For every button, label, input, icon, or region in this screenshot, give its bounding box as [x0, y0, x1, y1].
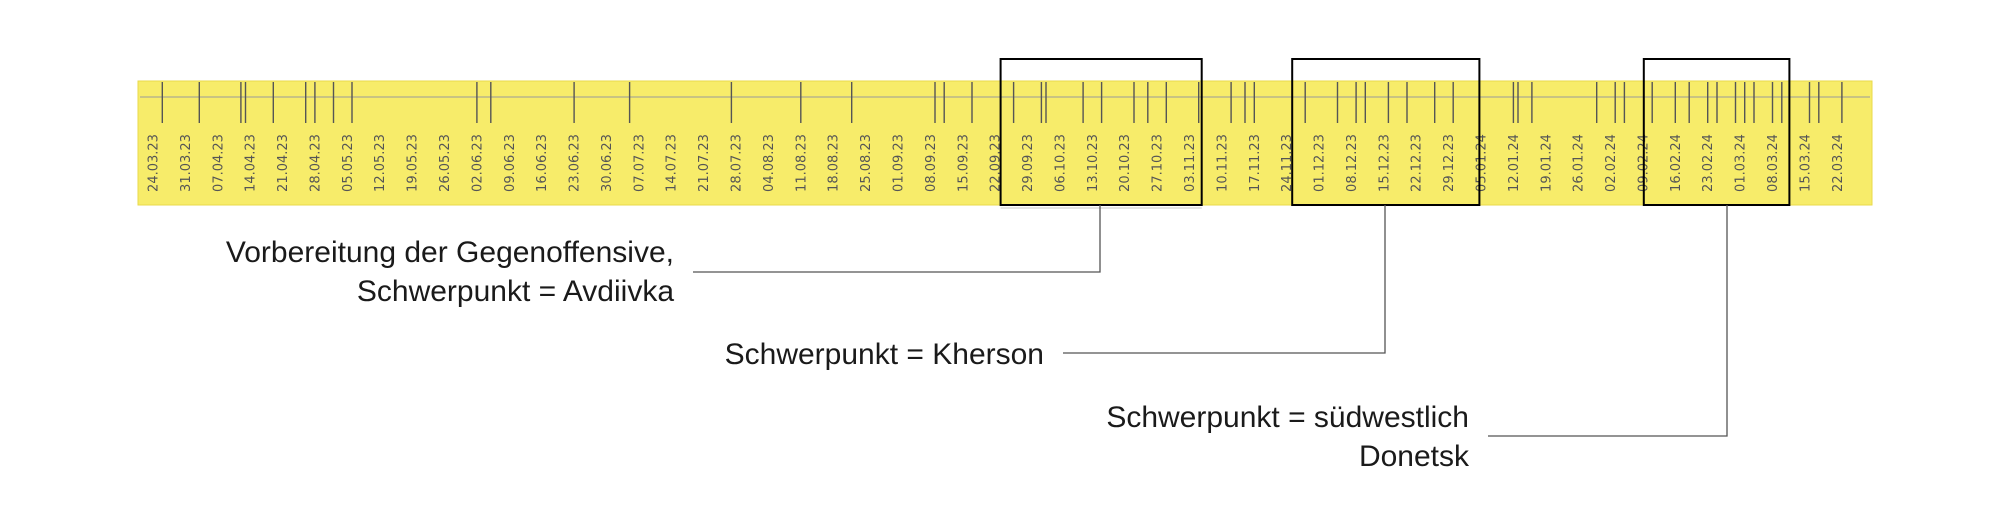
tick-label: 12.01.24	[1507, 134, 1522, 192]
tick-label: 22.12.23	[1410, 134, 1425, 192]
annotation-text: Schwerpunkt = südwestlich	[1106, 401, 1469, 434]
tick-label: 01.09.23	[892, 134, 907, 192]
tick-label: 22.03.24	[1831, 134, 1846, 192]
tick-label: 17.11.23	[1248, 134, 1263, 192]
tick-label: 19.05.23	[406, 134, 421, 192]
annotation-connector	[693, 205, 1101, 273]
tick-label: 01.03.24	[1734, 134, 1749, 192]
tick-label: 28.07.23	[730, 134, 745, 192]
tick-label: 16.06.23	[535, 134, 550, 192]
tick-label: 16.02.24	[1669, 134, 1684, 192]
tick-label: 08.09.23	[924, 134, 939, 192]
tick-label: 26.01.24	[1572, 134, 1587, 192]
tick-label: 23.06.23	[568, 134, 583, 192]
tick-label: 21.07.23	[697, 134, 712, 192]
tick-label: 29.09.23	[1021, 134, 1036, 192]
tick-label: 13.10.23	[1086, 134, 1101, 192]
tick-label: 15.09.23	[956, 134, 971, 192]
tick-label: 20.10.23	[1118, 134, 1133, 192]
tick-label: 25.08.23	[859, 134, 874, 192]
tick-label: 07.04.23	[211, 134, 226, 192]
tick-label: 21.04.23	[276, 134, 291, 192]
annotation-connector	[1488, 205, 1728, 437]
event-markers	[161, 82, 1843, 123]
tick-label: 18.08.23	[827, 134, 842, 192]
annotation-connectors	[693, 205, 1728, 437]
tick-label: 27.10.23	[1151, 134, 1166, 192]
tick-label: 19.01.24	[1539, 134, 1554, 192]
tick-label: 04.08.23	[762, 134, 777, 192]
tick-label: 10.11.23	[1215, 134, 1230, 192]
tick-label: 02.06.23	[470, 134, 485, 192]
annotations: Vorbereitung der Gegenoffensive, Schwerpu…	[226, 236, 1470, 473]
tick-label: 28.04.23	[308, 134, 323, 192]
tick-label: 12.05.23	[373, 134, 388, 192]
annotation-text: Donetsk	[1359, 440, 1470, 473]
highlight-box	[1642, 58, 1791, 206]
tick-label: 24.03.23	[147, 134, 162, 192]
tick-label: 14.04.23	[244, 134, 259, 192]
tick-label: 15.12.23	[1377, 134, 1392, 192]
tick-label: 26.05.23	[438, 134, 453, 192]
tick-label: 30.06.23	[600, 134, 615, 192]
annotation-connector	[1063, 205, 1386, 354]
tick-label: 07.07.23	[632, 134, 647, 192]
annotation-text: Schwerpunkt = Avdiivka	[357, 275, 674, 308]
tick-label: 11.08.23	[794, 134, 809, 192]
annotation-text: Schwerpunkt = Kherson	[725, 338, 1044, 371]
tick-label: 03.11.23	[1183, 134, 1198, 192]
tick-label: 29.12.23	[1442, 134, 1457, 192]
tick-label: 05.05.23	[341, 134, 356, 192]
highlight-box	[1291, 58, 1481, 206]
tick-label: 05.01.24	[1475, 134, 1490, 192]
timeline-band	[137, 80, 1873, 206]
highlight-boxes	[999, 58, 1791, 209]
tick-label: 08.03.24	[1766, 134, 1781, 192]
tick-label: 01.12.23	[1313, 134, 1328, 192]
tick-label: 31.03.23	[179, 134, 194, 192]
annotation-text: Vorbereitung der Gegenoffensive,	[226, 236, 674, 269]
tick-label: 08.12.23	[1345, 134, 1360, 192]
tick-label: 02.02.24	[1604, 134, 1619, 192]
tick-label: 09.06.23	[503, 134, 518, 192]
tick-label: 06.10.23	[1053, 134, 1068, 192]
tick-label: 15.03.24	[1798, 134, 1813, 192]
highlight-box	[999, 58, 1203, 206]
tick-label: 23.02.24	[1701, 134, 1716, 192]
tick-label: 14.07.23	[665, 134, 680, 192]
